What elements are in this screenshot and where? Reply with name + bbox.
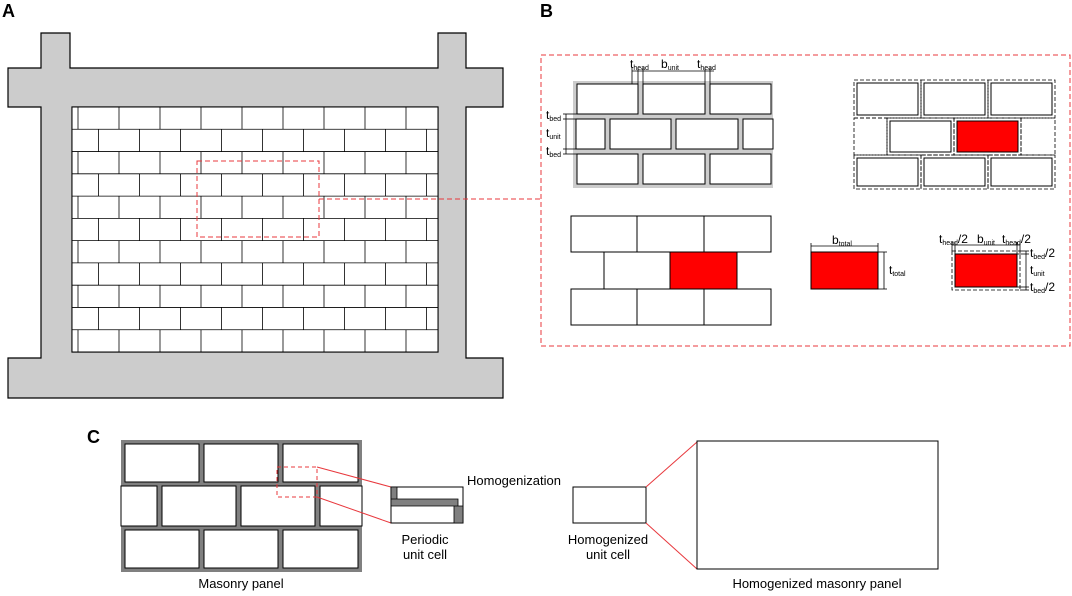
masonry-mortar-detail — [563, 68, 774, 188]
connector-bottom — [316, 496, 392, 524]
label-t-unit: tunit — [546, 126, 561, 141]
homog-cell-label-line1: Homogenized — [568, 532, 648, 547]
label-t-head-half-left: thead/2 — [939, 232, 968, 247]
label-b-unit: bunit — [661, 57, 679, 72]
highlighted-unit — [956, 120, 1019, 153]
label-t-bed-half-top: tbed/2 — [1030, 246, 1055, 261]
label-t-bed-half-bottom: tbed/2 — [1030, 280, 1055, 295]
label-t-bed-bottom: tbed — [546, 144, 561, 159]
label-t-head-left: thead — [630, 57, 649, 72]
periodic-label-line1: Periodic — [402, 532, 449, 547]
panel-a-label: A — [2, 1, 15, 21]
highlighted-block — [669, 251, 738, 290]
homogenized-unit-cell — [572, 486, 647, 524]
label-t-bed-top: tbed — [546, 108, 561, 123]
label-t-total: ttotal — [889, 263, 906, 278]
connector-top — [316, 466, 392, 488]
dashed-unit-cell-grid — [853, 79, 1056, 190]
homog-panel-caption: Homogenized masonry panel — [732, 576, 901, 591]
homogenized-block-grid — [570, 215, 772, 326]
homogenized-masonry-panel — [696, 440, 939, 570]
masonry-panel-caption: Masonry panel — [198, 576, 283, 591]
label-b-total: btotal — [832, 233, 852, 248]
unit-cell-half-joints — [951, 242, 1029, 291]
periodic-label-line2: unit cell — [403, 547, 447, 562]
label-b-unit-small: bunit — [977, 232, 995, 247]
panel-b-label: B — [540, 1, 553, 21]
periodic-unit-cell — [390, 486, 464, 524]
label-t-head-right: thead — [697, 57, 716, 72]
homog-connector-top — [645, 441, 698, 488]
label-t-head-half-right: thead/2 — [1002, 232, 1031, 247]
masonry-panel-c — [120, 440, 363, 572]
homog-cell-label-line2: unit cell — [586, 547, 630, 562]
total-dimension-unit — [810, 243, 887, 290]
panel-c-label: C — [87, 427, 100, 447]
homogenization-label: Homogenization — [467, 473, 561, 488]
panel-b-zoom-frame — [540, 54, 1071, 347]
homog-connector-bottom — [645, 522, 698, 570]
label-t-unit-small: tunit — [1030, 263, 1045, 278]
brick-wall-infill — [71, 106, 439, 353]
